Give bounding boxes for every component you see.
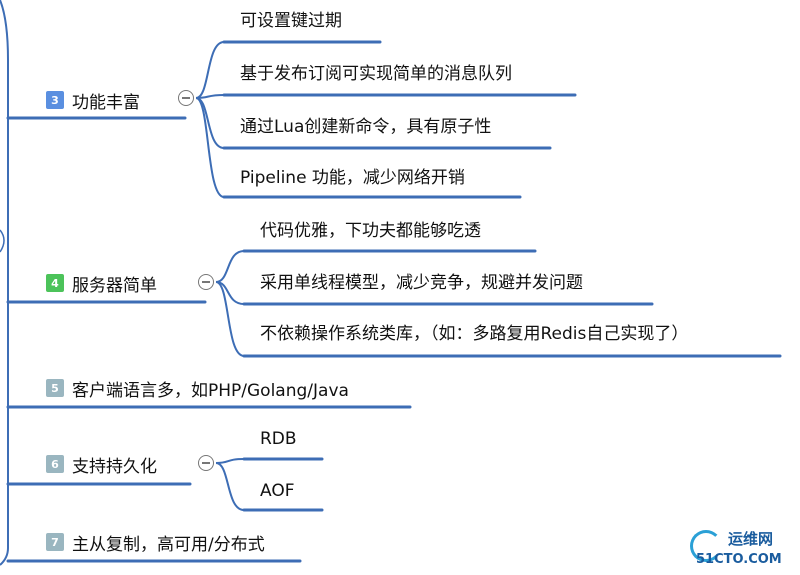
- collapse-toggle-icon-6[interactable]: [198, 455, 214, 471]
- branch-connector-6-2: [215, 462, 245, 511]
- watermark-subtitle: 51CTO.COM: [696, 552, 782, 567]
- subtopic-4-1[interactable]: 代码优雅，下功夫都能够吃透: [260, 221, 481, 241]
- branch-connector-4-1: [215, 250, 245, 283]
- subtopic-3-4[interactable]: Pipeline 功能，减少网络开销: [240, 168, 465, 188]
- subtopic-6-1[interactable]: RDB: [260, 429, 297, 449]
- subtopic-4-2[interactable]: 采用单线程模型，减少竞争，规避并发问题: [260, 273, 583, 293]
- subtopic-3-1[interactable]: 可设置键过期: [240, 11, 342, 31]
- watermark-logo-icon: [690, 530, 722, 562]
- branch-connector-3-1: [195, 41, 225, 99]
- topic-label-7: 主从复制，高可用/分布式: [72, 534, 265, 555]
- branch-connector-6-1: [215, 458, 245, 464]
- subtopic-3-2[interactable]: 基于发布订阅可实现简单的消息队列: [240, 64, 512, 84]
- branch-connector-4-3: [215, 281, 245, 357]
- trunk-line: [0, 0, 9, 566]
- priority-badge-6: 6: [46, 455, 64, 473]
- topic-3[interactable]: 3 功能丰富: [46, 88, 140, 113]
- subtopic-3-3[interactable]: 通过Lua创建新命令，具有原子性: [240, 117, 492, 137]
- trunk-notch: [0, 229, 5, 253]
- topic-7[interactable]: 7 主从复制，高可用/分布式: [46, 530, 265, 555]
- topic-5[interactable]: 5 客户端语言多，如PHP/Golang/Java: [46, 376, 349, 401]
- topic-6[interactable]: 6 支持持久化: [46, 452, 157, 477]
- subtopic-4-3[interactable]: 不依赖操作系统类库，（如：多路复用Redis自己实现了）: [260, 324, 689, 344]
- priority-badge-5: 5: [46, 379, 64, 397]
- priority-badge-4: 4: [46, 274, 64, 292]
- collapse-toggle-icon-3[interactable]: [178, 90, 194, 106]
- topic-label-3: 功能丰富: [72, 92, 140, 113]
- collapse-toggle-icon-4[interactable]: [198, 274, 214, 290]
- priority-badge-7: 7: [46, 533, 64, 551]
- topic-4[interactable]: 4 服务器简单: [46, 271, 157, 296]
- watermark-title: 运维网: [728, 530, 774, 548]
- topic-label-4: 服务器简单: [72, 275, 157, 296]
- watermark: 运维网 51CTO.COM: [690, 528, 800, 575]
- topic-label-6: 支持持久化: [72, 456, 157, 477]
- priority-badge-3: 3: [46, 91, 64, 109]
- branch-connector-3-3: [195, 97, 225, 149]
- topic-label-5: 客户端语言多，如PHP/Golang/Java: [72, 380, 349, 401]
- subtopic-6-2[interactable]: AOF: [260, 481, 295, 501]
- branch-connector-3-4: [195, 97, 225, 198]
